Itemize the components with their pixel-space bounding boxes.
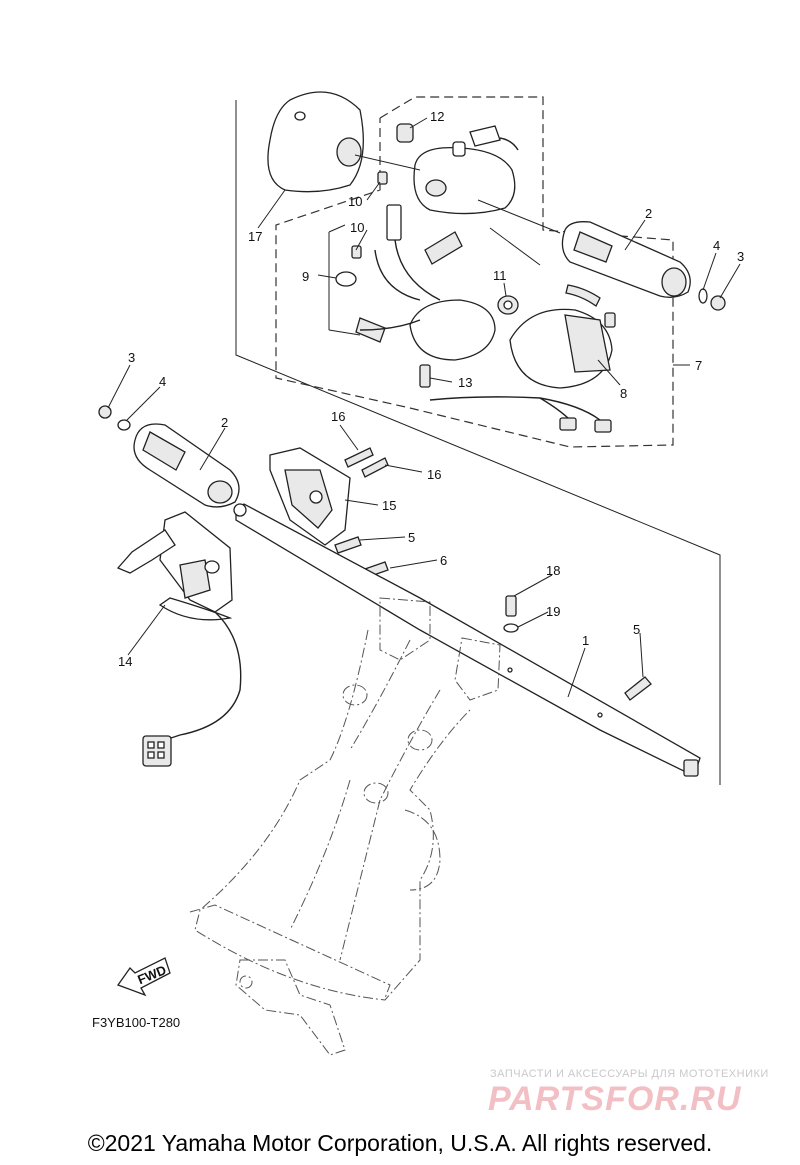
callout-17: 17	[248, 229, 262, 244]
fwd-label: FWD	[135, 962, 168, 987]
callout-13: 13	[458, 375, 472, 390]
callout-1: 1	[582, 633, 589, 648]
part-15-left-housing	[269, 447, 351, 546]
part-4-washer-left	[117, 419, 131, 431]
callout-14: 14	[118, 654, 132, 669]
part-9-switch-internals	[328, 171, 496, 361]
callout-10-upper: 10	[348, 194, 362, 209]
part-13-screw	[419, 364, 431, 388]
callout-8: 8	[620, 386, 627, 401]
callout-11: 11	[493, 268, 507, 283]
callout-3-right: 3	[737, 249, 744, 264]
part-12-switch-housing	[396, 123, 519, 215]
callout-16-upper: 16	[331, 409, 345, 424]
callout-5-right: 5	[633, 622, 640, 637]
callout-2-right: 2	[645, 206, 652, 221]
drawing-code: F3YB100-T280	[92, 1015, 180, 1030]
callout-6: 6	[440, 553, 447, 568]
leader-lines	[107, 117, 741, 698]
fwd-arrow-icon: FWD	[116, 957, 171, 997]
assembly-7-boundary	[275, 96, 674, 448]
callout-3-left: 3	[128, 350, 135, 365]
part-2-grip-left	[133, 423, 240, 508]
part-17-cover	[267, 91, 364, 193]
steering-column-phantom	[189, 597, 501, 1056]
copyright-text: ©2021 Yamaha Motor Corporation, U.S.A. A…	[87, 1130, 713, 1156]
wire-harness	[429, 396, 612, 433]
group-outline-solid	[235, 100, 721, 785]
watermark-logo: PARTSFOR.RU	[488, 1080, 742, 1118]
callout-9: 9	[302, 269, 309, 284]
callout-12: 12	[430, 109, 444, 124]
callout-5-left: 5	[408, 530, 415, 545]
callout-16-lower: 16	[427, 467, 441, 482]
callout-7: 7	[695, 358, 702, 373]
part-2-grip-right	[561, 221, 691, 298]
callout-15: 15	[382, 498, 396, 513]
callout-18: 18	[546, 563, 560, 578]
part-14-throttle-lever	[116, 511, 242, 767]
part-4-washer-right	[698, 288, 708, 304]
callout-2-left: 2	[221, 415, 228, 430]
part-1-handlebar	[233, 503, 701, 777]
part-8-lower-housing	[509, 284, 616, 389]
callout-4-left: 4	[159, 374, 166, 389]
part-11-grommet	[497, 295, 519, 315]
watermark-tagline: ЗАПЧАСТИ И АКСЕССУАРЫ ДЛЯ МОТОТЕХНИКИ	[490, 1068, 769, 1080]
callout-19: 19	[546, 604, 560, 619]
part-3-cap-right	[710, 295, 726, 311]
callout-10-lower: 10	[350, 220, 364, 235]
part-3-cap-left	[98, 405, 112, 419]
callout-4-right: 4	[713, 238, 720, 253]
